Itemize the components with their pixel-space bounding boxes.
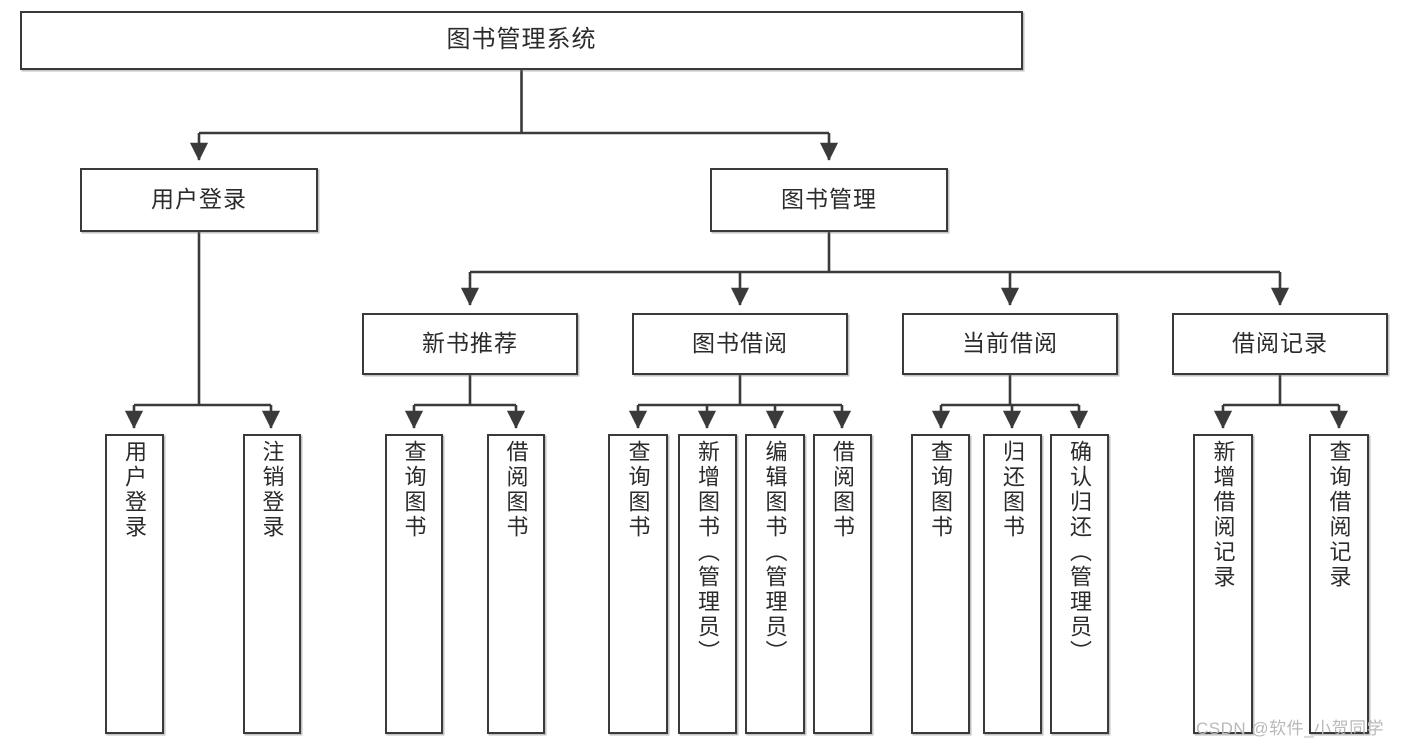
leaf-newbook-query[interactable]: 查询图书: [385, 434, 443, 734]
leaf-current-confirm-return[interactable]: 确认归还（管理员）: [1050, 434, 1109, 734]
leaf-user-logout[interactable]: 注销登录: [243, 434, 301, 734]
leaf-user-login-label: 用户登录: [122, 440, 148, 540]
node-root[interactable]: 图书管理系统: [20, 11, 1023, 70]
leaf-current-query-label: 查询图书: [928, 440, 954, 540]
node-user-login[interactable]: 用户登录: [80, 168, 318, 232]
leaf-current-confirm-return-label: 确认归还（管理员）: [1067, 440, 1093, 665]
leaf-newbook-borrow-label: 借阅图书: [503, 440, 529, 540]
node-user-login-label: 用户登录: [151, 186, 247, 213]
node-book-management[interactable]: 图书管理: [710, 168, 948, 232]
node-book-management-label: 图书管理: [781, 186, 877, 213]
node-current-borrow-label: 当前借阅: [962, 330, 1058, 357]
node-borrow-records-label: 借阅记录: [1232, 330, 1328, 357]
leaf-newbook-borrow[interactable]: 借阅图书: [487, 434, 545, 734]
leaf-current-return[interactable]: 归还图书: [983, 434, 1042, 734]
node-new-book-recommend[interactable]: 新书推荐: [362, 313, 578, 375]
leaf-user-login[interactable]: 用户登录: [105, 434, 164, 734]
leaf-user-logout-label: 注销登录: [259, 440, 285, 540]
leaf-records-add-label: 新增借阅记录: [1210, 440, 1236, 590]
leaf-current-return-label: 归还图书: [1000, 440, 1026, 540]
leaf-borrow-query-label: 查询图书: [625, 440, 651, 540]
leaf-borrow-add[interactable]: 新增图书（管理员）: [678, 434, 737, 734]
leaf-borrow-borrow[interactable]: 借阅图书: [813, 434, 872, 734]
leaf-current-query[interactable]: 查询图书: [911, 434, 970, 734]
csdn-watermark: CSDN @软件_小贺同学: [1196, 719, 1385, 738]
leaf-borrow-edit-label: 编辑图书（管理员）: [762, 440, 788, 665]
leaf-records-add[interactable]: 新增借阅记录: [1193, 434, 1253, 734]
node-borrow-records[interactable]: 借阅记录: [1172, 313, 1388, 375]
leaf-borrow-edit[interactable]: 编辑图书（管理员）: [745, 434, 805, 734]
leaf-records-query[interactable]: 查询借阅记录: [1309, 434, 1369, 734]
node-book-borrow-label: 图书借阅: [692, 330, 788, 357]
node-new-book-recommend-label: 新书推荐: [422, 330, 518, 357]
node-current-borrow[interactable]: 当前借阅: [902, 313, 1118, 375]
leaf-borrow-query[interactable]: 查询图书: [608, 434, 668, 734]
node-book-borrow[interactable]: 图书借阅: [632, 313, 848, 375]
leaf-borrow-borrow-label: 借阅图书: [830, 440, 856, 540]
leaf-borrow-add-label: 新增图书（管理员）: [695, 440, 721, 665]
leaf-newbook-query-label: 查询图书: [401, 440, 427, 540]
leaf-records-query-label: 查询借阅记录: [1326, 440, 1352, 590]
node-root-label: 图书管理系统: [446, 26, 597, 54]
